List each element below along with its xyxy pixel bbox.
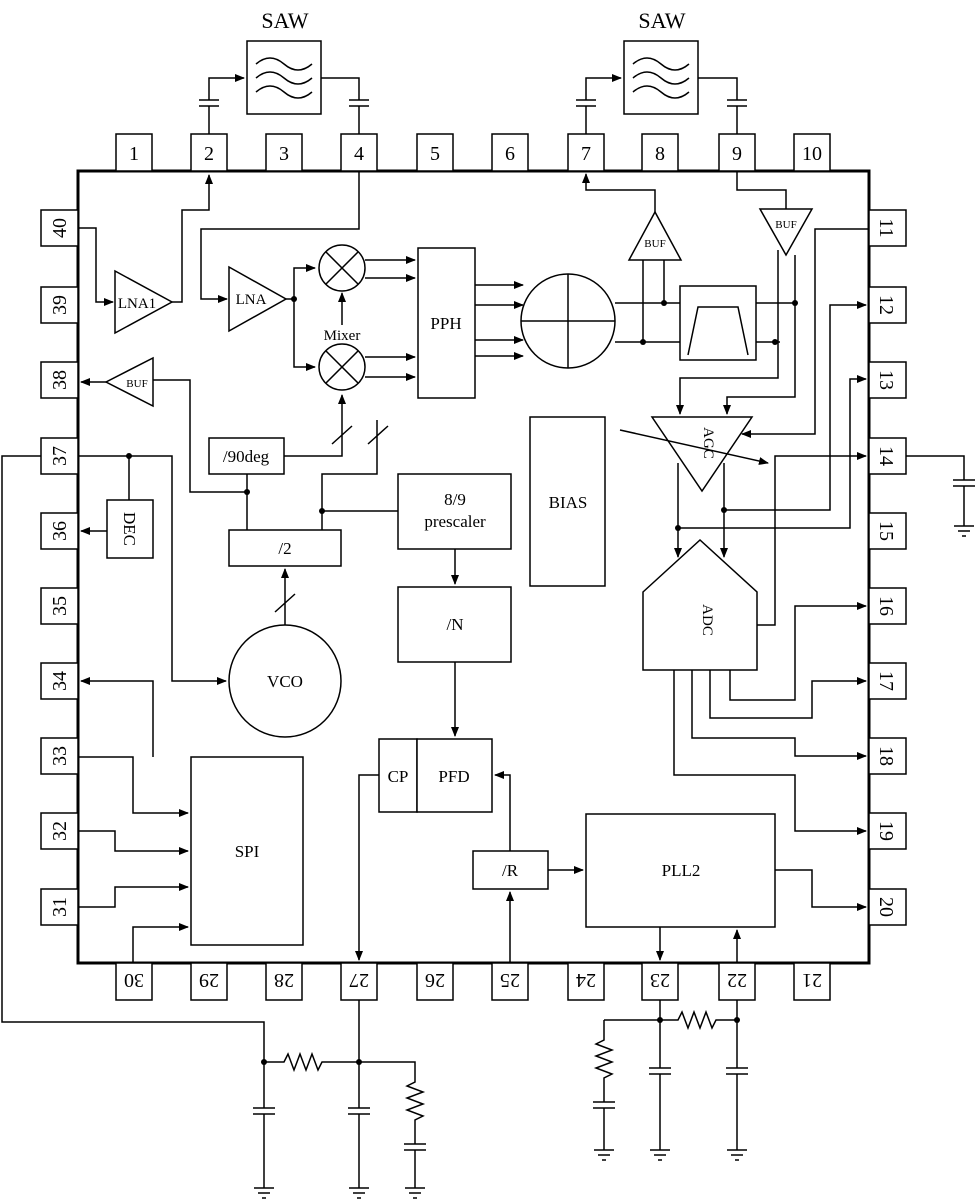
saw-label-right: SAW [638, 8, 685, 33]
saw-filter-right: SAW [576, 8, 747, 134]
divr-block [472, 850, 549, 890]
pin-3: 3 [279, 143, 289, 165]
pin-14: 14 [875, 446, 897, 466]
pll2-label: PLL2 [662, 861, 701, 880]
pin-13: 13 [875, 370, 897, 390]
pph-label: PPH [430, 314, 461, 333]
pin-32: 32 [49, 821, 71, 841]
pin-22: 22 [727, 969, 747, 991]
div2-block [228, 529, 342, 567]
lna1-label: LNA1 [118, 296, 156, 312]
pin-11: 11 [875, 218, 897, 237]
mixer-upper [318, 244, 366, 292]
cp-label: CP [388, 767, 409, 786]
top-pins: 1 2 3 4 5 6 7 8 9 10 [115, 133, 831, 172]
bandpass-filter [679, 285, 757, 361]
bias-label: BIAS [549, 493, 588, 512]
buf-right-amplifier [758, 208, 814, 257]
buf-mid-label: BUF [644, 238, 665, 250]
dec-label: DEC [120, 512, 139, 546]
pfd-label: PFD [438, 767, 469, 786]
spi-block [190, 756, 304, 946]
pin-2: 2 [204, 143, 214, 165]
saw-filter-left: SAW [199, 8, 369, 134]
divn-label: /N [447, 615, 464, 634]
pin-9: 9 [732, 143, 742, 165]
lna-amplifier [228, 265, 288, 333]
pin-26: 26 [425, 969, 445, 991]
pin-24: 24 [576, 969, 596, 991]
deg90-label: /90deg [223, 447, 270, 466]
agc-label: AGC [700, 427, 716, 459]
pin-35: 35 [49, 596, 71, 616]
pin-37: 37 [49, 446, 71, 466]
pin-36: 36 [49, 521, 71, 541]
left-pins: 40 39 38 37 36 35 34 33 32 31 [40, 209, 79, 926]
pin-28: 28 [274, 969, 294, 991]
pin-6: 6 [505, 143, 515, 165]
mixer-lower [318, 343, 366, 391]
pin-4: 4 [354, 143, 364, 165]
buf-left-amplifier [104, 356, 154, 408]
pin-20: 20 [875, 897, 897, 917]
prescaler-label-1: 8/9 [444, 490, 466, 509]
saw-label-left: SAW [261, 8, 308, 33]
pfd-block [416, 738, 493, 813]
pin-18: 18 [875, 746, 897, 766]
divr-label: /R [502, 861, 519, 880]
lna1-amplifier [114, 269, 174, 335]
adc-label: ADC [699, 604, 715, 636]
pin-30: 30 [124, 969, 144, 991]
buf-right-label: BUF [775, 219, 796, 231]
combiner-circle [520, 273, 616, 369]
pin-16: 16 [875, 596, 897, 616]
div2-label: /2 [278, 539, 291, 558]
dec-block [106, 499, 154, 559]
pin-7: 7 [581, 143, 591, 165]
pin-31: 31 [49, 897, 71, 917]
pin-12: 12 [875, 295, 897, 315]
pin-5: 5 [430, 143, 440, 165]
pin-25: 25 [500, 969, 520, 991]
pph-block [417, 247, 476, 399]
mixer-label: Mixer [324, 328, 361, 344]
pin-15: 15 [875, 521, 897, 541]
cp-block [378, 738, 418, 813]
pin-29: 29 [199, 969, 219, 991]
buf-mid-amplifier [627, 210, 683, 261]
pin-27: 27 [349, 969, 369, 991]
pin-38: 38 [49, 370, 71, 390]
pin-8: 8 [655, 143, 665, 165]
vco-label: VCO [267, 672, 303, 691]
divn-block [397, 586, 512, 663]
pin-10: 10 [802, 143, 822, 165]
prescaler-label-2: prescaler [424, 512, 486, 531]
bottom-pins: 30 29 28 27 26 25 24 23 22 21 [115, 962, 831, 1001]
loop-filter-right [593, 1000, 748, 1161]
right-pins: 11 12 13 14 15 16 17 18 19 20 [868, 209, 907, 926]
pin-19: 19 [875, 821, 897, 841]
adc-block [642, 538, 758, 671]
lna-label: LNA [236, 292, 267, 308]
pin-21: 21 [802, 969, 822, 991]
loop-filter-left [1, 455, 426, 1199]
bias-block [529, 416, 606, 587]
pin-1: 1 [129, 143, 139, 165]
pin-17: 17 [875, 671, 897, 691]
pin-40: 40 [49, 218, 71, 238]
pin-23: 23 [650, 969, 670, 991]
pin-33: 33 [49, 746, 71, 766]
pll2-block [585, 813, 776, 928]
pin-34: 34 [49, 671, 71, 691]
chip-outline [76, 169, 871, 965]
spi-label: SPI [235, 842, 260, 861]
buf-left-label: BUF [126, 378, 147, 390]
pin-39: 39 [49, 295, 71, 315]
